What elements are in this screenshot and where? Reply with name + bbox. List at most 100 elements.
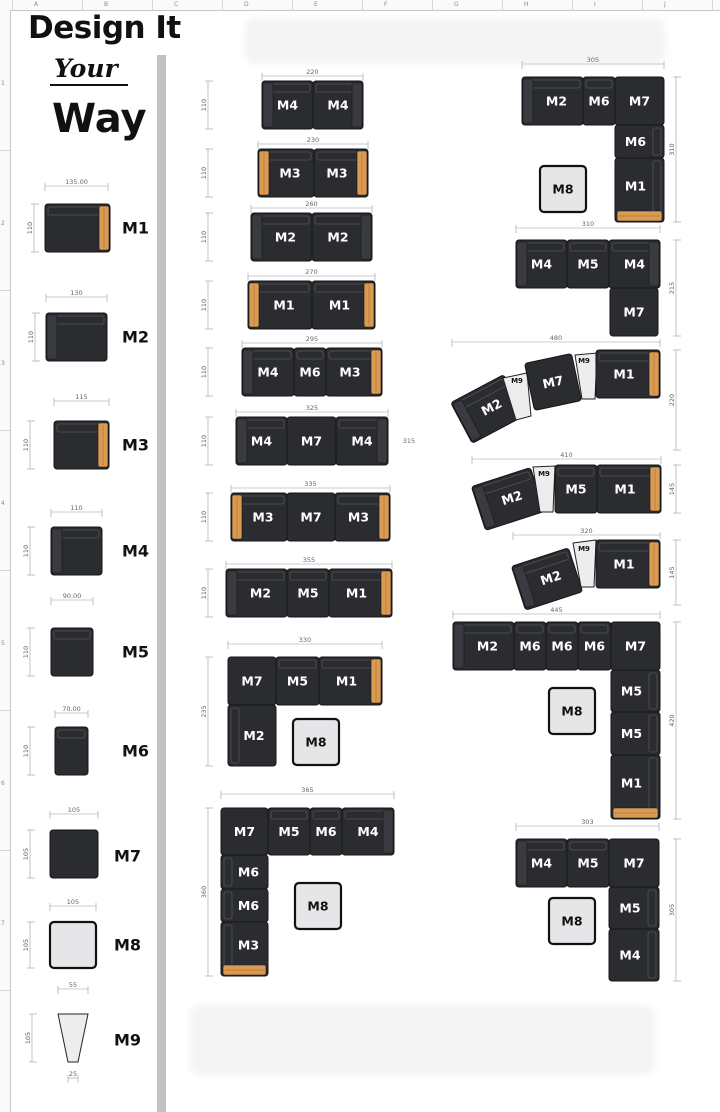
ruler-label: I (594, 1, 596, 8)
module-label: M2 (327, 230, 348, 245)
ruler-label: 5 (1, 640, 5, 647)
ruler-tick (82, 0, 83, 10)
module-label: M6 (238, 865, 259, 880)
dimension-label: 110 (200, 587, 208, 599)
module-label: M4 (619, 948, 640, 963)
module-seat (49, 829, 99, 879)
backrest (223, 891, 233, 920)
module-m7: M7 (286, 492, 336, 542)
dimension-label: 115 (75, 393, 87, 401)
dimension-label: 235 (200, 705, 208, 717)
seat-body (614, 157, 665, 223)
seat-body (54, 726, 89, 776)
ruler-label: D (244, 1, 249, 8)
module-m6: M6 (582, 76, 616, 126)
seat-body (341, 807, 395, 856)
ruler-tick (0, 430, 10, 431)
backrest (647, 889, 657, 927)
module-label: M6 (551, 639, 572, 654)
module-m5: M5 (610, 669, 661, 713)
module-m7: M7 (286, 416, 337, 466)
backrest (652, 127, 662, 156)
dimension-label: 420 (668, 714, 676, 726)
dimension-label: 70.00 (62, 705, 81, 713)
dimension-label: 110 (200, 231, 208, 243)
module-label: M3 (252, 510, 273, 525)
ottoman-body (547, 686, 597, 736)
seat-body (45, 312, 108, 362)
module-m4: M4 (608, 239, 661, 289)
ruler-label: C (174, 1, 179, 8)
legend-label: M5 (122, 643, 149, 662)
module-label: M6 (315, 824, 336, 839)
module-m1: M1 (610, 754, 661, 820)
ruler-label: A (34, 1, 39, 8)
module-m4: M4 (312, 80, 364, 130)
module-label: M7 (300, 510, 321, 525)
module-m3: M3 (334, 492, 391, 542)
module-label: M6 (519, 639, 540, 654)
title-design-it: Design It (28, 10, 181, 46)
dimension-label: 105 (22, 848, 30, 860)
top-ruler: ABCDEFGHIJK (0, 0, 720, 11)
seat-body (335, 416, 389, 466)
backrest (548, 624, 576, 634)
title-way: Way (52, 96, 147, 142)
seat-body (325, 347, 383, 397)
module-label: M8 (305, 735, 326, 750)
seat-body (50, 627, 94, 677)
backrest (223, 857, 233, 887)
module-label: M5 (577, 856, 598, 871)
module-m2: M2 (511, 548, 583, 610)
faded-watermark (245, 18, 665, 64)
ruler-tick (12, 0, 13, 10)
seat-body (608, 928, 660, 982)
module-label: M4 (251, 434, 272, 449)
ruler-tick (0, 290, 10, 291)
ottoman-body (291, 717, 341, 767)
armrest (262, 82, 274, 128)
ruler-tick (432, 0, 433, 10)
dimension-label: 220 (306, 68, 318, 76)
dimension-label: 110 (70, 504, 82, 512)
dimension-label: 105 (68, 806, 80, 814)
wedge-body (572, 539, 597, 588)
dimension-label: 270 (305, 268, 317, 276)
module-m8-ottoman: M8 (291, 717, 341, 767)
ruler-label: 1 (1, 80, 5, 87)
module-m6: M6 (220, 888, 269, 923)
ruler-tick (292, 0, 293, 10)
module-m1: M1 (318, 656, 383, 706)
armrest (360, 214, 372, 260)
ruler-tick (0, 570, 10, 571)
wedge-body (574, 352, 598, 400)
module-m4: M4 (341, 807, 395, 856)
module-label: M1 (346, 586, 367, 601)
armrest (51, 528, 63, 574)
seat-body (220, 921, 269, 977)
legend-label: M7 (114, 847, 141, 866)
ruler-label: E (314, 1, 318, 8)
module-label: M7 (625, 639, 646, 654)
dimension-label: 315 (403, 437, 415, 445)
ruler-label: H (524, 1, 529, 8)
dimension-label: 135.00 (65, 178, 88, 186)
backrest (296, 350, 324, 360)
seat-body (44, 203, 111, 253)
armrest (376, 418, 388, 464)
module-label: M3 (326, 166, 347, 181)
dimension-label: 105 (24, 1032, 32, 1044)
ruler-label: F (384, 1, 388, 8)
module-m6: M6 (513, 621, 547, 671)
armrest (46, 314, 58, 360)
dimension-label: 305 (668, 904, 676, 916)
module-label: M2 (243, 728, 264, 743)
module-label: M5 (619, 901, 640, 916)
ruler-label: 3 (1, 360, 5, 367)
